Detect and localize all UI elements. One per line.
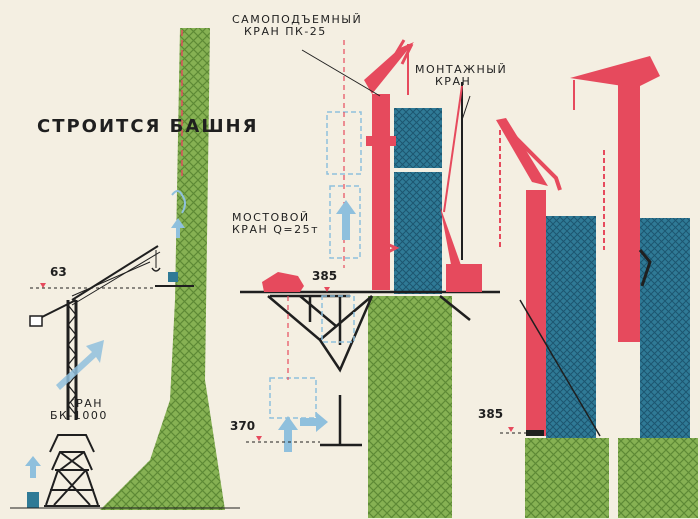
label-assembly-crane-line1: МОНТАЖНЫЙ [415, 63, 508, 76]
dashed-outline-middle [329, 185, 361, 259]
assembly-crane [440, 82, 482, 292]
pointer-to-pk25 [301, 49, 381, 97]
green-base-middle [368, 296, 452, 518]
up-arrow-icon [171, 218, 185, 238]
level-marker-385-mid [324, 287, 330, 292]
blue-module-top [394, 108, 442, 168]
label-tower-crane-line2: БК-1000 [50, 408, 108, 422]
label-bridge-crane: МОСТОВОЙ КРАН Q=25т [232, 212, 319, 235]
right-arrow-icon [300, 412, 328, 432]
elevation-mark-385-right: 385 [478, 407, 504, 421]
label-self-lifting-crane: САМОПОДЪЕМНЫЙ КРАН ПК-25 [232, 14, 362, 37]
green-base-right-1 [525, 438, 609, 518]
label-assembly-crane-line2: КРАН [435, 74, 472, 88]
elevation-mark-370: 370 [230, 419, 256, 433]
ground-block [27, 492, 39, 508]
label-tower-crane-line1: КРАН [66, 397, 104, 410]
elevation-mark-63: 63 [50, 265, 67, 279]
elevation-mark-385-middle: 385 [312, 269, 338, 283]
self-lifting-crane-pk25 [364, 39, 414, 290]
dashed-outline-lower [269, 377, 317, 419]
blue-module-bottom [394, 172, 442, 294]
label-bridge-crane-line2: КРАН Q=25т [232, 222, 320, 236]
right-crane-upper [570, 56, 660, 342]
hoist-bracket [171, 190, 186, 214]
tower-crane-bk1000 [29, 245, 161, 507]
pointer-to-assembly [461, 95, 471, 121]
tower-shaft [100, 28, 225, 510]
up-arrow-middle-icon [336, 200, 356, 240]
level-step-right [526, 430, 544, 436]
bridge-crane-q25 [262, 272, 304, 292]
diagonal-arrow-icon [56, 340, 104, 390]
dashed-outline-side [321, 295, 355, 343]
label-self-lifting-crane-line2: КРАН ПК-25 [244, 24, 327, 38]
green-base-right-2 [618, 438, 698, 518]
hook-block [168, 272, 178, 282]
small-up-arrow-icon [25, 456, 41, 478]
label-tower-crane: КРАН БК-1000 [50, 397, 108, 421]
right-crane-lower [496, 118, 601, 437]
blue-column-right-2 [640, 218, 690, 438]
up-arrow-lower-icon [278, 416, 298, 452]
diagram-title: СТРОИТСЯ БАШНЯ [37, 116, 259, 137]
blue-column-right-1 [546, 216, 596, 438]
level-marker-370 [256, 436, 262, 441]
label-bridge-crane-line1: МОСТОВОЙ [232, 211, 310, 224]
level-marker-385-right [508, 427, 514, 432]
label-assembly-crane: МОНТАЖНЫЙ КРАН [415, 64, 507, 87]
label-self-lifting-crane-line1: САМОПОДЪЕМНЫЙ [232, 13, 363, 26]
level-marker-63 [40, 283, 46, 288]
